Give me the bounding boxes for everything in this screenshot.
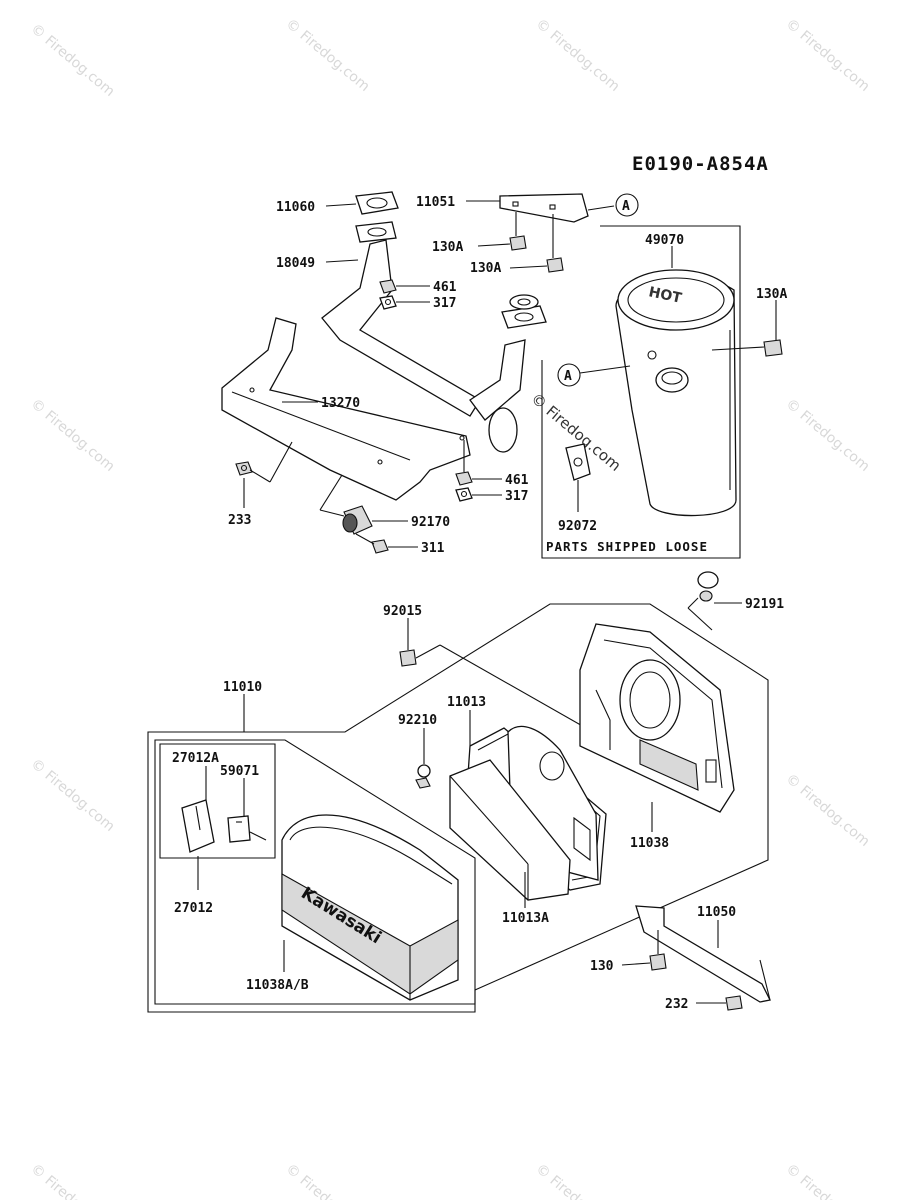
label-317-lower: 317 [505, 489, 528, 504]
nut-317-lower [455, 487, 473, 502]
label-130a-3: 130A [756, 287, 787, 302]
label-11038: 11038 [630, 836, 669, 851]
heat-shield-13270 [221, 317, 471, 501]
label-13270: 13270 [321, 396, 360, 411]
watermark: © Firedog.com [282, 16, 372, 95]
exhaust-pipe-18049 [321, 221, 547, 453]
label-11013: 11013 [447, 695, 486, 710]
label-11038ab: 11038A/B [246, 978, 309, 993]
watermark: © Firedog.com [27, 21, 117, 100]
nut-461-lower [455, 471, 473, 486]
bolt-130a-3 [763, 339, 783, 357]
hot-warning-text: HOT [647, 284, 683, 307]
clip-92210 [415, 764, 431, 789]
label-92170: 92170 [411, 515, 450, 530]
label-130: 130 [590, 959, 614, 974]
label-92191: 92191 [745, 597, 784, 612]
cover-11038ab: Kawasaki [281, 814, 459, 1001]
gasket-11060 [355, 191, 399, 215]
foam-prefilter-11013a [449, 759, 571, 901]
air-cleaner-assembly-outline [147, 603, 769, 1013]
label-11013a: 11013A [502, 911, 549, 926]
watermark: © Firedog.com [27, 396, 117, 475]
label-92072: 92072 [558, 519, 597, 534]
pin-59071 [227, 815, 251, 843]
label-11010: 11010 [223, 680, 262, 695]
watermark: © Firedog.com [27, 1161, 117, 1200]
screw-233 [235, 461, 253, 476]
bolt-130a-1 [509, 212, 527, 251]
label-232: 232 [665, 997, 688, 1012]
label-11050: 11050 [697, 905, 736, 920]
watermark: © Firedog.com [782, 396, 872, 475]
latch-subassembly-outline [159, 743, 276, 859]
diagram-code: E0190-A854A [632, 153, 769, 175]
bracket-11051 [499, 193, 589, 223]
bolt-130 [649, 953, 667, 971]
label-27012a: 27012A [172, 751, 219, 766]
watermark: © Firedog.com [782, 16, 872, 95]
bolt-130a-2 [546, 214, 564, 273]
marker-a-lower: A [564, 369, 572, 384]
watermark: © Firedog.com [782, 1161, 872, 1200]
label-18049: 18049 [276, 256, 315, 271]
watermark: © Firedog.com [532, 1161, 622, 1200]
watermark: © Firedog.com [532, 16, 622, 95]
watermark: © Firedog.com [782, 771, 872, 850]
latch-27012a [181, 799, 215, 853]
label-92015: 92015 [383, 604, 422, 619]
label-311: 311 [421, 541, 445, 556]
nut-92015 [399, 649, 417, 667]
clamp-92072 [565, 443, 591, 481]
nut-461-upper [379, 279, 397, 294]
label-92210: 92210 [398, 713, 437, 728]
label-59071: 59071 [220, 764, 259, 779]
watermark: © Firedog.com [27, 756, 117, 835]
label-11060: 11060 [276, 200, 315, 215]
air-cleaner-base-11038 [579, 623, 735, 813]
marker-a-upper: A [622, 199, 630, 214]
screw-232 [725, 995, 743, 1011]
cover-subassembly-outline [154, 739, 476, 1005]
clamp-92170 [342, 505, 373, 535]
label-461-upper: 461 [433, 280, 457, 295]
label-27012: 27012 [174, 901, 213, 916]
label-317-upper: 317 [433, 296, 456, 311]
watermark: © Firedog.com [282, 1161, 372, 1200]
muffler-49070: HOT [615, 269, 737, 517]
label-130a-1: 130A [432, 240, 463, 255]
label-130a-2: 130A [470, 261, 501, 276]
label-233: 233 [228, 513, 251, 528]
bracket-11050 [635, 905, 771, 1003]
parts-shipped-loose-note: PARTS SHIPPED LOOSE [546, 539, 708, 554]
label-11051: 11051 [416, 195, 455, 210]
loose-parts-box [541, 225, 741, 559]
label-49070: 49070 [645, 233, 684, 248]
nut-311 [371, 539, 389, 554]
label-461-lower: 461 [505, 473, 529, 488]
nut-317-upper [379, 295, 397, 310]
breather-92191 [697, 571, 719, 602]
